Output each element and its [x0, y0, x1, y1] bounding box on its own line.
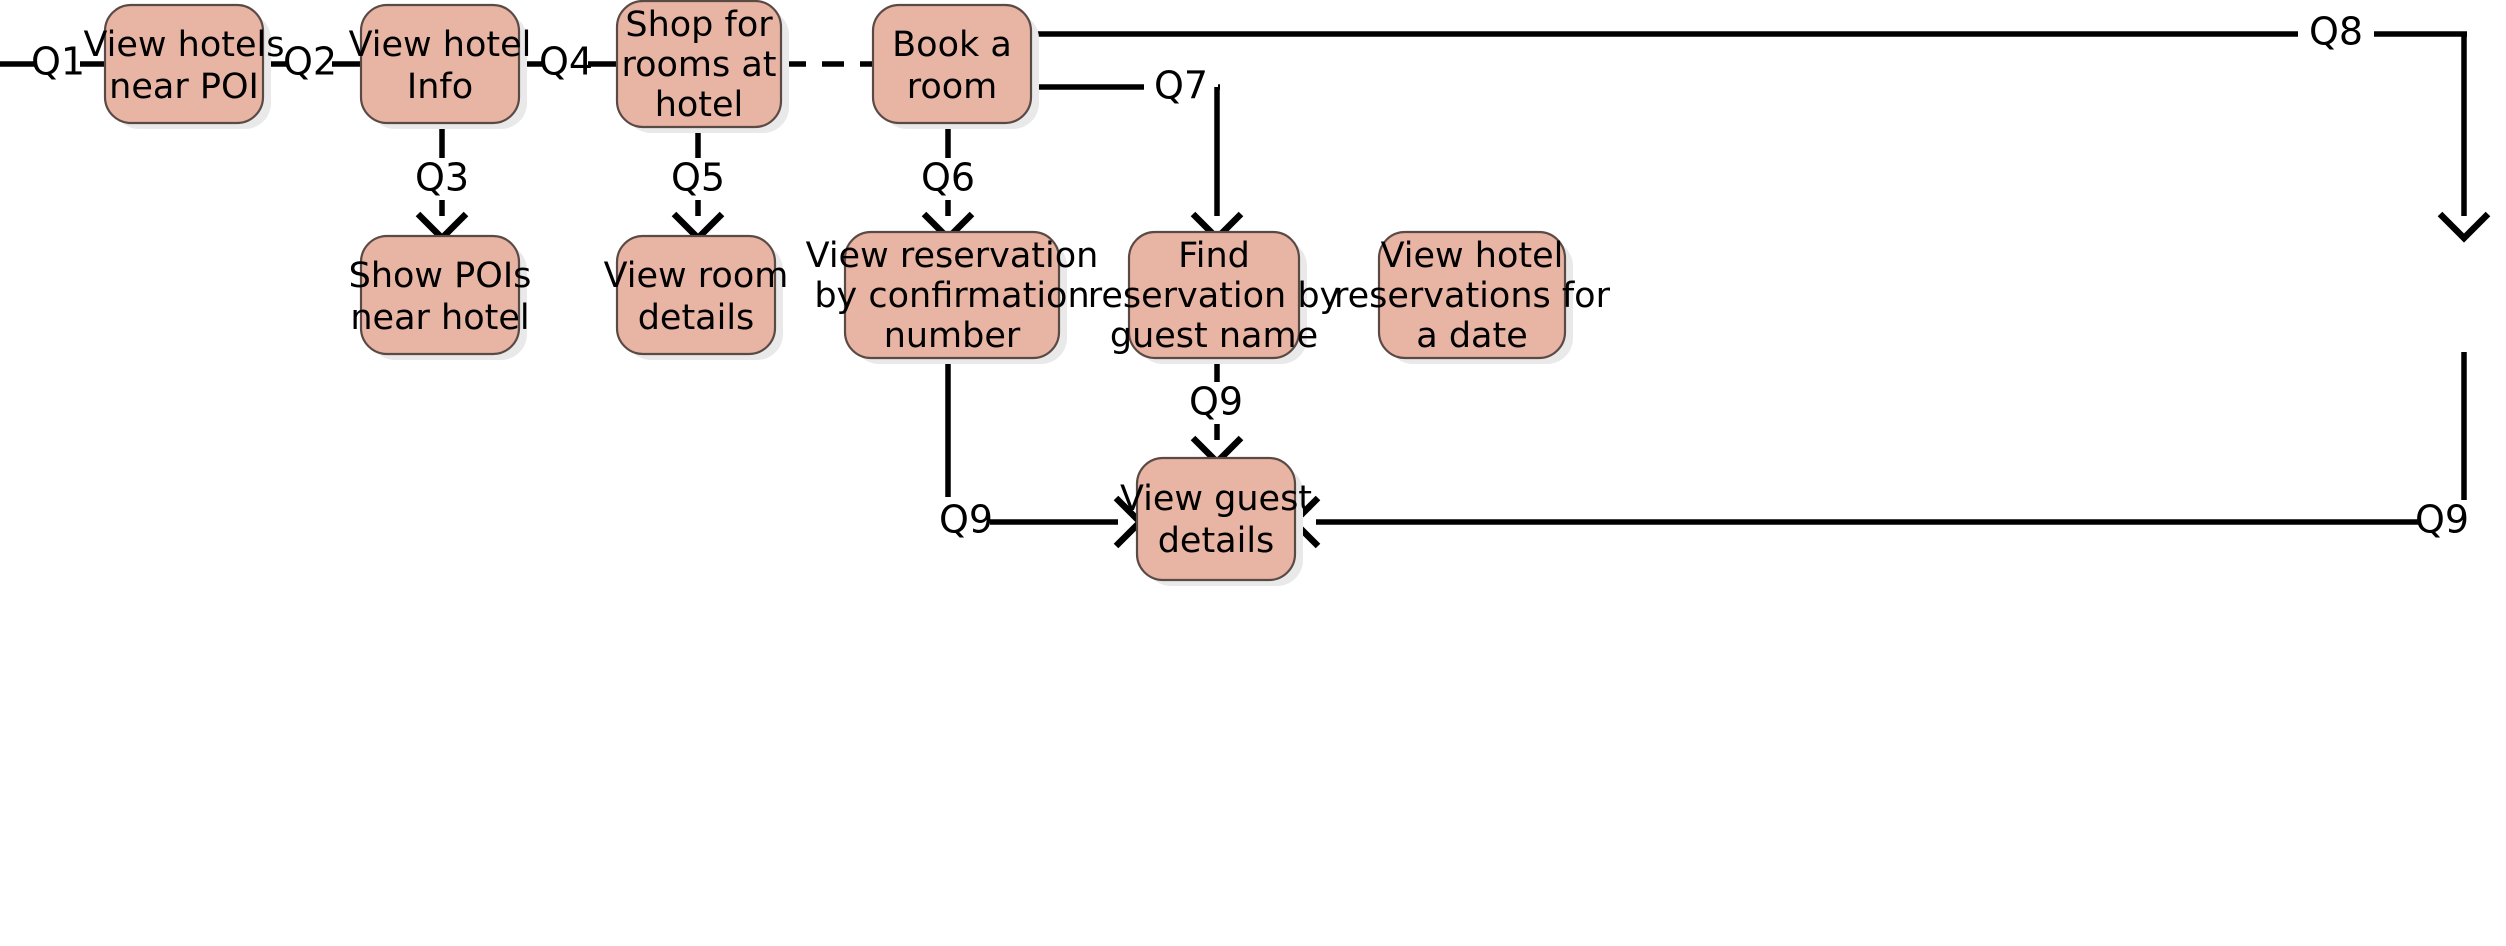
node-label-line: reservations for [1334, 276, 1611, 316]
edge-q8 [1024, 31, 2491, 243]
node-label-line: details [638, 298, 755, 338]
node-label-line: near hotel [350, 298, 529, 338]
node-label-line: View guest [1120, 479, 1312, 519]
node-label-line: View hotels [84, 25, 285, 65]
node-label-line: near POI [109, 67, 259, 107]
node-find-reservation-by-guest-name[interactable]: Find reservation by guest name [1088, 230, 1341, 360]
node-label-line: by confirmation [814, 276, 1089, 316]
node-label-line: guest name [1110, 316, 1318, 356]
node-book-a-room[interactable]: Book a room [871, 3, 1033, 125]
node-label-line: details [1158, 521, 1275, 561]
node-label-line: hotel [655, 85, 744, 125]
edge-label-q4: Q4 [539, 40, 593, 84]
node-view-reservation-by-confirmation-number[interactable]: View reservation by confirmation number [806, 230, 1099, 360]
node-view-room-details[interactable]: View room details [604, 234, 789, 356]
edge-label-q5: Q5 [671, 156, 725, 200]
edge-label-q3: Q3 [415, 156, 469, 200]
node-view-hotels-near-poi[interactable]: View hotels near POI [84, 3, 285, 125]
node-label-line: Show POIs [349, 256, 532, 296]
node-shop-for-rooms-at-hotel[interactable]: Shop for rooms at hotel [615, 0, 783, 129]
edge-label-q9c: Q9 [2415, 498, 2469, 542]
edge-label-q9b: Q9 [1189, 380, 1243, 424]
node-label-line: reservation by [1088, 276, 1341, 316]
node-label-line: a date [1416, 316, 1528, 356]
node-label-line: Info [407, 67, 473, 107]
node-label-line: room [907, 67, 998, 107]
node-label-line: Shop for [625, 5, 773, 45]
node-view-guest-details[interactable]: View guest details [1120, 456, 1312, 582]
node-show-pois-near-hotel[interactable]: Show POIs near hotel [349, 234, 532, 356]
node-label-line: View hotel [349, 25, 532, 65]
node-view-hotel-reservations-for-a-date[interactable]: View hotel reservations for a date [1334, 230, 1611, 360]
edge-label-q9a: Q9 [939, 498, 993, 542]
node-label-line: View room [604, 256, 789, 296]
edge-q9-from-date [1289, 352, 2467, 549]
node-label-line: View hotel [1381, 236, 1564, 276]
node-label-line: Book a [892, 25, 1012, 65]
edge-label-q2: Q2 [283, 40, 337, 84]
edge-q7 [1024, 84, 1244, 243]
edge-label-q1: Q1 [31, 40, 85, 84]
edge-label-q7: Q7 [1154, 64, 1208, 108]
node-label-line: number [884, 316, 1021, 356]
node-label-line: rooms at [621, 45, 776, 85]
node-view-hotel-info[interactable]: View hotel Info [349, 3, 532, 125]
node-label-line: View reservation [806, 236, 1099, 276]
edge-label-q6: Q6 [921, 156, 975, 200]
node-label-line: Find [1178, 236, 1250, 276]
edge-label-q8: Q8 [2309, 10, 2363, 54]
